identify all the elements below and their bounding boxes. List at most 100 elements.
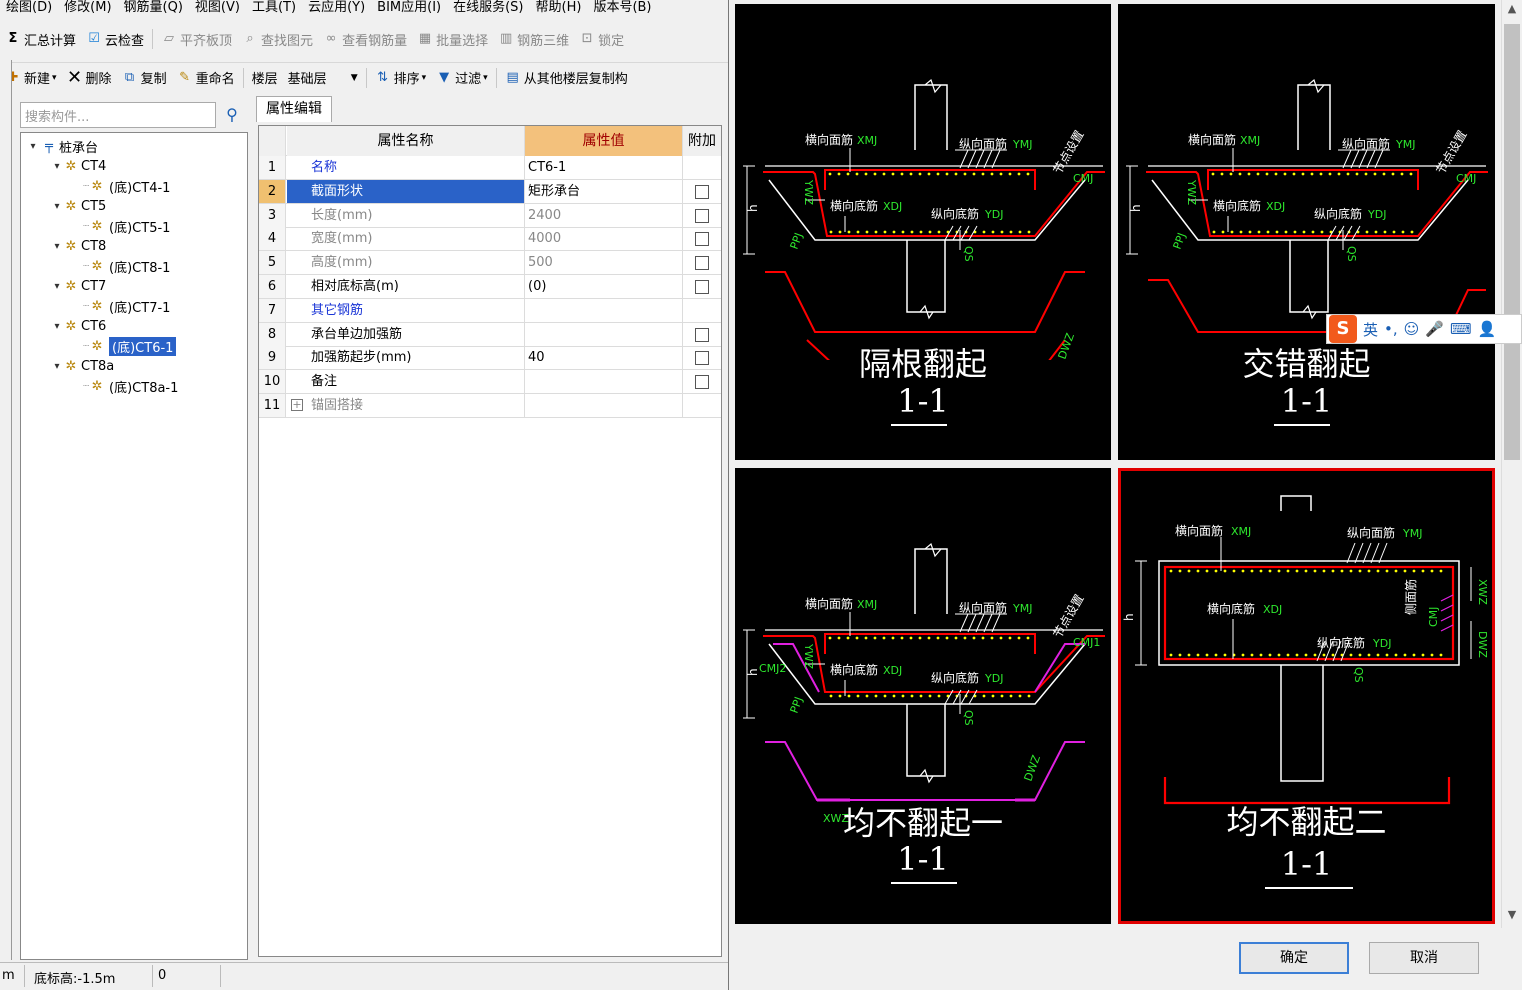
- collapse-toggle[interactable]: ▾: [30, 140, 36, 152]
- expand-icon[interactable]: +: [291, 398, 303, 411]
- tree-group-ct5[interactable]: ▾✲CT5: [51, 197, 106, 215]
- tab-property-edit[interactable]: 属性编辑: [256, 96, 332, 122]
- ime-emoji-icon[interactable]: ☺: [1403, 320, 1420, 338]
- toolbar-button-cloud-check[interactable]: ☑云检查: [81, 27, 149, 51]
- tree-item[interactable]: ┈✲(底)CT7-1: [83, 298, 171, 316]
- search-button[interactable]: ⚲: [218, 102, 246, 128]
- toolbar-button-find[interactable]: ⌕查找图元: [237, 27, 318, 51]
- toolbar-button-flat-slab[interactable]: ▱平齐板顶: [156, 27, 237, 51]
- menu-item-5[interactable]: 云应用(Y): [308, 0, 366, 15]
- property-value[interactable]: 矩形承台: [525, 179, 683, 203]
- collapse-toggle[interactable]: ▾: [54, 320, 60, 332]
- collapse-toggle[interactable]: ▾: [54, 280, 60, 292]
- property-value[interactable]: [525, 370, 683, 394]
- scrollbar-thumb[interactable]: [1504, 24, 1520, 460]
- tree-root[interactable]: ▾╤桩承台: [27, 137, 98, 156]
- menu-item-9[interactable]: 版本号(B): [593, 0, 652, 15]
- collapse-toggle[interactable]: ▾: [54, 160, 60, 172]
- copy-button[interactable]: ⧉复制: [117, 66, 172, 90]
- floor-select[interactable]: 基础层▼: [287, 72, 358, 87]
- collapse-toggle[interactable]: ▾: [54, 360, 60, 372]
- ime-toolbar[interactable]: S 英 •, ☺ 🎤 ⌨ 👤: [1326, 314, 1522, 344]
- ok-button[interactable]: 确定: [1239, 942, 1349, 974]
- property-value[interactable]: 40: [525, 346, 683, 370]
- menu-item-6[interactable]: BIM应用(I): [377, 0, 442, 15]
- menu-item-2[interactable]: 钢筋量(Q): [123, 0, 183, 15]
- extra-checkbox[interactable]: [695, 184, 709, 199]
- ime-lang[interactable]: 英: [1363, 320, 1379, 339]
- new-button[interactable]: ✚新建▾: [0, 66, 62, 90]
- toolbar-button-rebar-3d[interactable]: ▥钢筋三维: [499, 31, 570, 49]
- tree-item[interactable]: ┈✲(底)CT8-1: [83, 258, 171, 276]
- sort-button[interactable]: ⇅排序▾: [370, 66, 432, 90]
- scroll-up-icon[interactable]: ▲: [1507, 2, 1517, 15]
- property-value[interactable]: 4000: [525, 227, 683, 251]
- property-value[interactable]: [525, 298, 683, 322]
- tree-group-ct8a[interactable]: ▾✲CT8a: [51, 357, 114, 375]
- tree-item[interactable]: ┈✲(底)CT5-1: [83, 218, 171, 236]
- menu-item-0[interactable]: 绘图(D): [6, 0, 53, 15]
- menu-item-3[interactable]: 视图(V): [194, 0, 240, 15]
- search-input[interactable]: 搜索构件...: [20, 102, 216, 128]
- toolbar-button-batch-select[interactable]: ▦批量选择: [418, 31, 489, 49]
- extra-checkbox[interactable]: [695, 208, 709, 223]
- collapse-toggle[interactable]: ▾: [54, 240, 60, 252]
- extra-checkbox[interactable]: [695, 375, 709, 390]
- extra-checkbox[interactable]: [695, 256, 709, 271]
- extra-checkbox[interactable]: [695, 232, 709, 247]
- menu-item-4[interactable]: 工具(T): [251, 0, 297, 15]
- filter-button[interactable]: ▼过滤▾: [431, 66, 493, 90]
- menu-item-7[interactable]: 在线服务(S): [453, 0, 524, 15]
- tree-group-ct8[interactable]: ▾✲CT8: [51, 237, 106, 255]
- menu-item-1[interactable]: 修改(M): [64, 0, 112, 15]
- rebar-dot: [1018, 230, 1022, 234]
- rename-button[interactable]: ✎重命名: [172, 66, 240, 90]
- delete-button[interactable]: ✕删除: [67, 66, 112, 88]
- tree-group-ct4[interactable]: ▾✲CT4: [51, 157, 106, 175]
- property-value[interactable]: 500: [525, 251, 683, 275]
- toolbar-button-lock[interactable]: ⊡锁定: [574, 27, 629, 51]
- collapse-toggle[interactable]: ▾: [54, 200, 60, 212]
- collapsed-side-strip[interactable]: [0, 60, 12, 960]
- tree-group-ct7[interactable]: ▾✲CT7: [51, 277, 106, 295]
- toolbar-button-rebar-view[interactable]: ∞查看钢筋量: [318, 27, 412, 51]
- property-value[interactable]: [525, 322, 683, 346]
- cancel-button[interactable]: 取消: [1369, 942, 1479, 974]
- ime-keyboard-icon[interactable]: ⌨: [1449, 320, 1472, 338]
- extra-checkbox[interactable]: [695, 327, 709, 342]
- chevron-down-icon: ▼: [350, 72, 358, 83]
- ime-user-icon[interactable]: 👤: [1477, 320, 1497, 338]
- property-value[interactable]: 2400: [525, 203, 683, 227]
- property-value[interactable]: [525, 394, 683, 417]
- property-value[interactable]: (0): [525, 275, 683, 298]
- ime-mic-icon[interactable]: 🎤: [1425, 320, 1444, 338]
- tree-item[interactable]: ┈✲(底)CT8a-1: [83, 378, 179, 396]
- copy-from-floor-button[interactable]: ▤从其他楼层复制构: [506, 69, 628, 88]
- tree-group-ct6[interactable]: ▾✲CT6: [51, 317, 106, 335]
- scroll-down-icon[interactable]: ▼: [1507, 908, 1517, 921]
- property-row[interactable]: 11+锚固搭接: [259, 394, 721, 418]
- tree-item[interactable]: ┈✲(底)CT4-1: [83, 178, 171, 196]
- tree-item[interactable]: ┈✲(底)CT6-1: [83, 336, 177, 356]
- rebar-dot: [963, 172, 967, 176]
- extra-checkbox[interactable]: [695, 351, 709, 366]
- extra-checkbox[interactable]: [695, 280, 709, 294]
- menu-item-8[interactable]: 帮助(H): [535, 0, 582, 15]
- property-value[interactable]: CT6-1: [525, 156, 683, 179]
- ime-punct-icon[interactable]: •,: [1384, 320, 1398, 338]
